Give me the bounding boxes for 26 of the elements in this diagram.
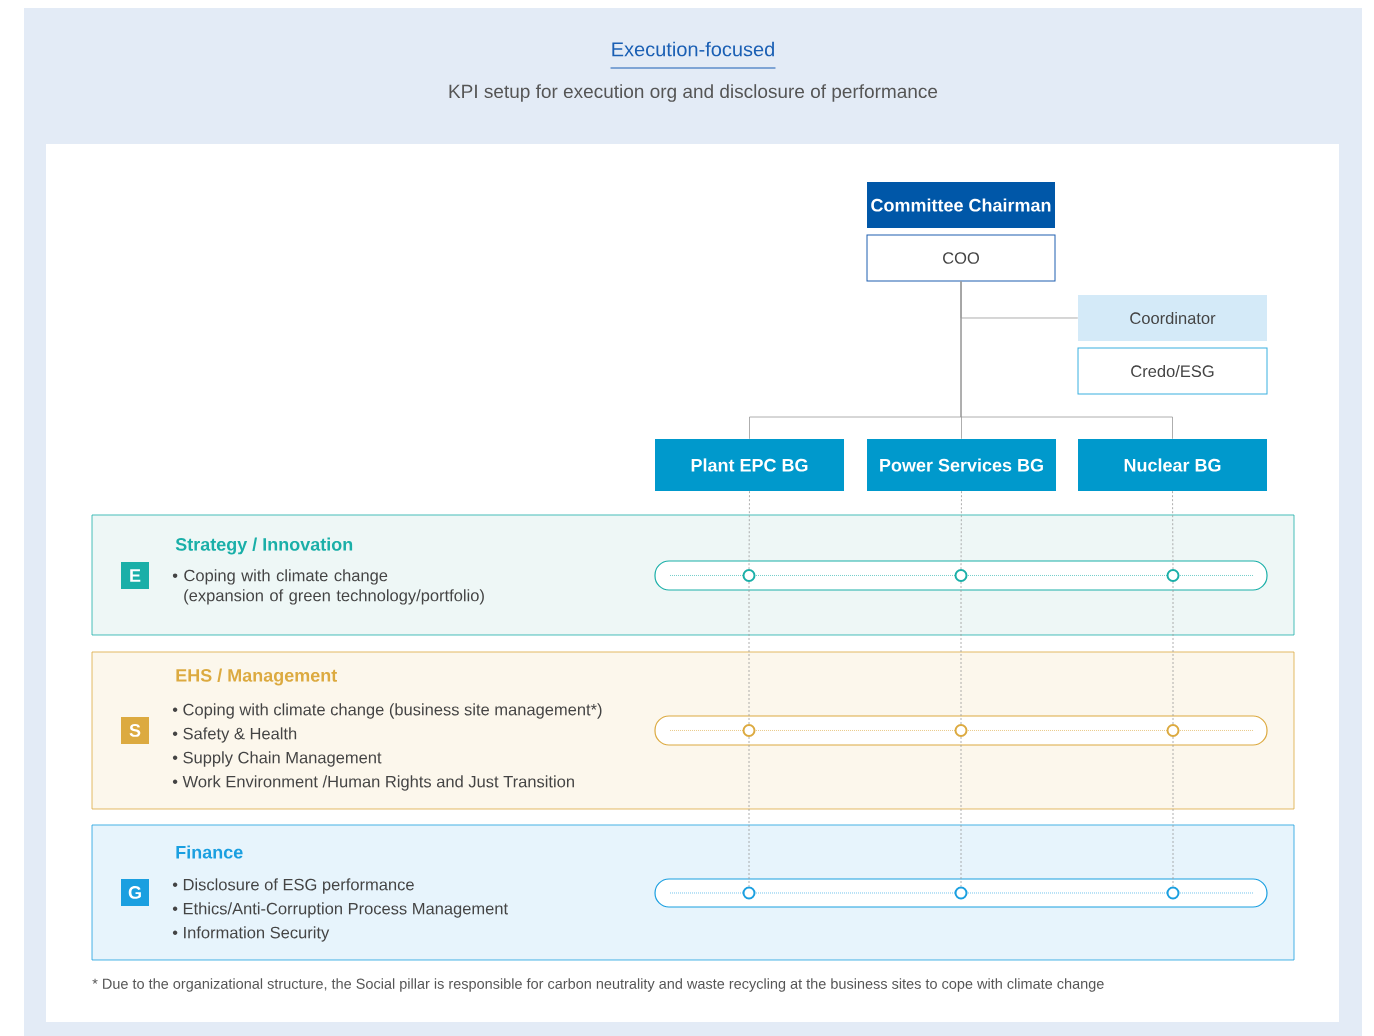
track-bar <box>654 560 1268 591</box>
dashed-line <box>748 736 750 887</box>
business-group-box: Plant EPC BG <box>655 439 844 491</box>
business-group-box: Power Services BG <box>867 439 1056 491</box>
dashed-line <box>1172 490 1174 570</box>
subtitle: KPI setup for execution org and disclosure of performance <box>449 84 938 102</box>
business-group-box: Nuclear BG <box>1078 439 1267 491</box>
track-bar <box>654 878 1268 908</box>
footnote: * Due to the organizational structure, the Social pillar is responsible for carbon neutrality and waste recycling at the business sites to cope with climate change <box>92 978 1104 992</box>
letter-badge: S <box>121 717 149 744</box>
role-box: Credo/ESG <box>1077 347 1268 395</box>
connector-line <box>960 281 1173 440</box>
dashed-line <box>1172 736 1174 887</box>
title: Execution-focused <box>609 41 777 69</box>
dashed-line <box>960 490 962 570</box>
letter-badge: G <box>121 879 149 906</box>
dashed-line <box>1172 581 1174 725</box>
letter-badge: E <box>121 562 149 589</box>
title-box: Committee Chairman <box>867 182 1055 228</box>
role-box: COO <box>866 234 1056 282</box>
track-bar <box>654 715 1268 746</box>
dashed-line <box>960 581 962 725</box>
dashed-line <box>748 490 750 570</box>
role-box: Coordinator <box>1078 295 1267 341</box>
dashed-line <box>960 736 962 887</box>
dashed-line <box>748 581 750 725</box>
